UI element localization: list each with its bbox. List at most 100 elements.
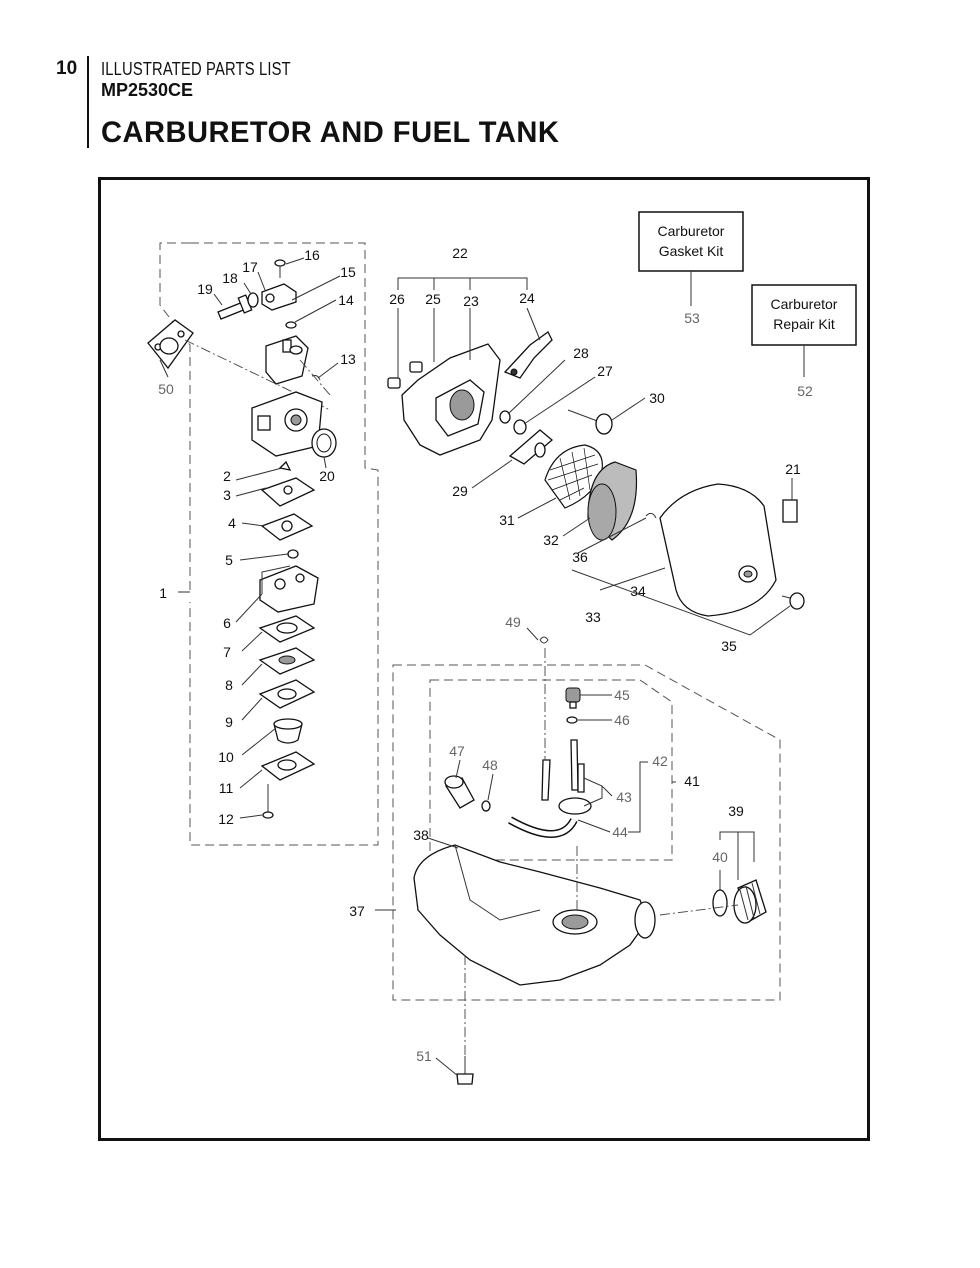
choke-lever-icon [503, 331, 553, 379]
callout-4: 4 [228, 515, 236, 531]
callout-10: 10 [218, 749, 234, 765]
air-filter-screen-icon [544, 444, 603, 509]
fuel-tank-icon [413, 844, 656, 986]
air-cleaner-case-icon [401, 343, 501, 456]
pump-body-icon [259, 565, 319, 613]
repair-kit-label-1: Carburetor [771, 296, 838, 312]
air-cleaner-bolt-icon [567, 409, 613, 435]
lever-screw-icon [274, 259, 286, 278]
air-cleaner-cover-icon [659, 483, 777, 617]
callout-30: 30 [649, 390, 665, 406]
callout-21: 21 [785, 461, 801, 477]
callout-48: 48 [482, 757, 498, 773]
callout-7: 7 [223, 644, 231, 660]
callout-33: 33 [585, 609, 601, 625]
callout-1: 1 [159, 585, 167, 601]
callout-12: 12 [218, 811, 234, 827]
callout-47: 47 [449, 743, 465, 759]
callout-44: 44 [612, 824, 628, 840]
fuel-line-group-outline [429, 679, 673, 861]
callout-17: 17 [242, 259, 258, 275]
label-icon [782, 499, 798, 523]
callout-28: 28 [573, 345, 589, 361]
callout-2: 2 [223, 468, 231, 484]
callout-29: 29 [452, 483, 468, 499]
fuel-tank-group-outline [392, 664, 781, 1001]
callout-3: 3 [223, 487, 231, 503]
carburetor-group-outline [159, 242, 379, 846]
callout-32: 32 [543, 532, 559, 548]
callout-39: 39 [728, 803, 744, 819]
repair-kit-label-2: Repair Kit [773, 316, 835, 332]
gasket-kit-label-1: Carburetor [658, 223, 725, 239]
callout-11: 11 [219, 780, 234, 796]
fuel-cap-icon [733, 879, 767, 924]
throttle-lever-icon [261, 283, 297, 311]
pump-cover-icon [258, 679, 316, 709]
carburetor-upper-body-icon [265, 335, 309, 385]
callout-14: 14 [338, 292, 354, 308]
callout-46: 46 [614, 712, 630, 728]
callout-19: 19 [197, 281, 213, 297]
callout-53: 53 [684, 310, 700, 326]
fuel-lines-icon [508, 739, 592, 838]
washer-icon [247, 292, 259, 308]
callout-23: 23 [463, 293, 479, 309]
page-number: 10 [56, 58, 78, 79]
callout-31: 31 [499, 512, 515, 528]
fuel-clip-icon [539, 636, 549, 644]
callout-22: 22 [452, 245, 468, 261]
metering-cover-icon [260, 477, 316, 507]
page-title: CARBURETOR AND FUEL TANK [101, 116, 560, 149]
callout-5: 5 [225, 552, 233, 568]
callout-9: 9 [225, 714, 233, 730]
callout-49: 49 [505, 614, 521, 630]
carburetor-screw-icon [262, 784, 274, 819]
callout-42: 42 [652, 753, 668, 769]
choke-plate-icon [508, 429, 554, 465]
callout-50: 50 [158, 381, 174, 397]
tank-bolt-icon [456, 1056, 474, 1085]
air-filter-element-icon [587, 461, 638, 541]
diaphragm-gasket-icon [260, 513, 314, 541]
callout-24: 24 [519, 290, 535, 306]
primer-bulb-icon [273, 718, 303, 744]
callout-43: 43 [616, 789, 632, 805]
pump-diaphragm-icon [258, 647, 316, 675]
callout-26: 26 [389, 291, 405, 307]
repair-kit-box: Carburetor Repair Kit [751, 284, 857, 346]
callout-52: 52 [797, 383, 813, 399]
callout-6: 6 [223, 615, 231, 631]
header-rule [87, 56, 89, 148]
gasket-kit-label-2: Gasket Kit [659, 243, 724, 259]
callout-8: 8 [225, 677, 233, 693]
needle-valve-icon [278, 460, 292, 471]
document-title: ILLUSTRATED PARTS LIST [101, 59, 291, 79]
small-ring-icon [566, 716, 578, 724]
model-number: MP2530CE [101, 80, 194, 100]
callout-20: 20 [319, 468, 335, 484]
plug-icon [287, 549, 299, 559]
callout-16: 16 [304, 247, 320, 263]
callout-45: 45 [614, 687, 630, 703]
cover-knob-icon [781, 592, 805, 610]
fuel-filter-icon [444, 775, 475, 809]
callout-37: 37 [349, 903, 365, 919]
callout-36: 36 [572, 549, 588, 565]
callout-15: 15 [340, 264, 356, 280]
bulb-retainer-icon [260, 751, 316, 781]
o-ring-icon [311, 428, 337, 458]
tank-vent-icon [565, 687, 581, 709]
diagram-frame [98, 177, 870, 1141]
callout-27: 27 [597, 363, 613, 379]
callout-25: 25 [425, 291, 441, 307]
washer-icon [499, 410, 511, 424]
callout-51: 51 [416, 1048, 432, 1064]
callout-34: 34 [630, 583, 646, 599]
callout-40: 40 [712, 849, 728, 865]
insulator-gasket-icon [147, 319, 194, 370]
callout-13: 13 [340, 351, 356, 367]
cap-gasket-icon [712, 889, 728, 917]
callout-18: 18 [222, 270, 238, 286]
